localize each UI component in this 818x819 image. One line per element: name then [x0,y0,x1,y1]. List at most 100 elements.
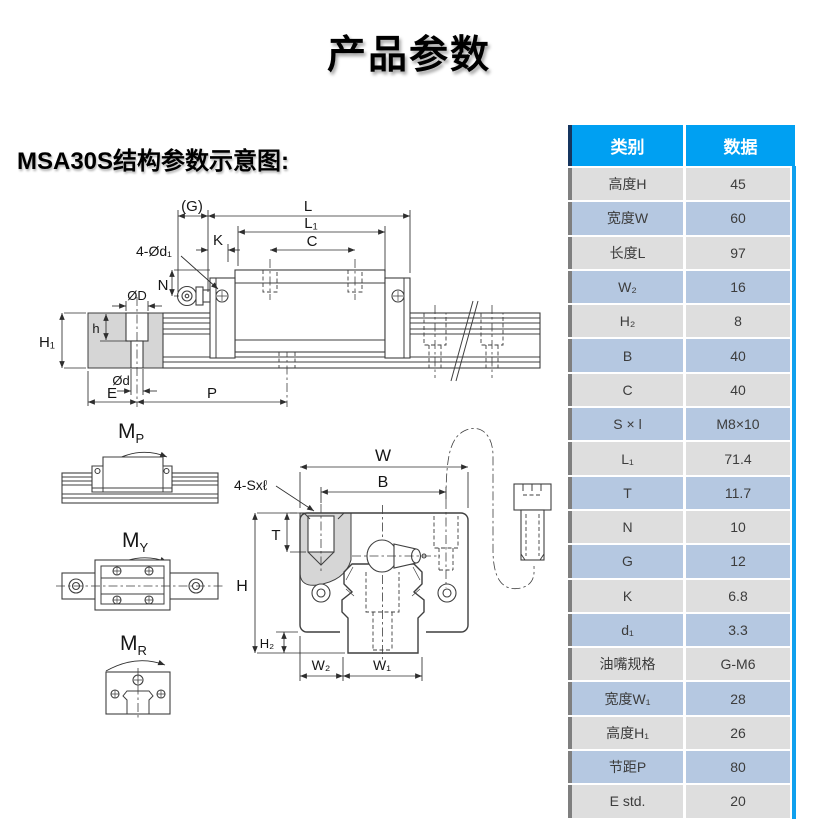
dim-label-od: Ød [112,373,129,388]
moment-label-my: MY [122,529,149,555]
header-data: 数据 [686,125,795,166]
row-label: H₂ [568,305,683,338]
dim-label-L1: L₁ [304,215,317,232]
row-label: G [568,545,683,578]
dim-label-4-sxl: 4-Sxℓ [234,477,268,493]
dim-label-W1: W₁ [373,657,391,673]
dim-label-N: N [158,277,169,294]
side-view-dimensions: (G) L L₁ C K 4-Ød₁ N ØD h H₁ Ød E P [39,198,411,406]
dim-label-E: E [107,385,117,402]
dim-label-W: W [375,446,391,465]
dim-label-B: B [378,474,389,491]
row-label: C [568,373,683,407]
row-value: 8 [686,305,790,338]
row-value: 97 [686,236,790,269]
table-header: 类别 数据 [568,125,796,166]
carriage-block-side-view [176,259,411,359]
row-label: 油嘴规格 [568,648,683,681]
header-category: 类别 [568,125,683,166]
row-value: 16 [686,270,790,304]
row-label: 长度L [568,236,683,269]
dim-label-OD: ØD [127,288,147,303]
row-value: 80 [686,751,790,784]
row-value: 11.7 [686,476,790,509]
row-label: N [568,510,683,544]
dim-label-h: h [92,321,99,336]
dim-label-H2: H₂ [260,636,274,651]
row-value: 6.8 [686,579,790,612]
row-label: W₂ [568,270,683,304]
row-label: 高度H₁ [568,716,683,750]
mounting-bolt [513,483,552,561]
row-value: 20 [686,785,790,818]
dim-label-K: K [213,232,223,249]
front-view-dimensions: W B 4-Sxℓ T H H₂ W₂ W₁ [234,446,469,681]
dim-label-H: H [236,578,248,595]
row-label: d₁ [568,613,683,647]
row-label: 宽度W [568,202,683,235]
row-label: 宽度W₁ [568,682,683,715]
row-label: B [568,339,683,372]
moment-arrow-icon [105,659,166,672]
row-value: 28 [686,682,790,715]
grease-nipple-icon [176,285,211,307]
row-value: 60 [686,202,790,235]
side-view: (G) L L₁ C K 4-Ød₁ N ØD h H₁ Ød E P [39,198,541,407]
moment-label-mp: MP [118,420,144,446]
row-label: S × l [568,408,683,441]
row-value: 71.4 [686,442,790,475]
row-value: G-M6 [686,648,790,681]
table-right-accent [792,166,796,819]
row-value: 40 [686,339,790,372]
dim-label-T: T [271,527,280,544]
dim-label-4-od1: 4-Ød₁ [136,243,172,259]
row-label: L₁ [568,442,683,475]
moment-label-mr: MR [120,632,147,658]
page-title: 产品参数 [326,34,491,77]
dim-label-H1: H₁ [39,334,55,351]
technical-drawing: (G) L L₁ C K 4-Ød₁ N ØD h H₁ Ød E P MP M… [39,198,552,718]
row-value: 12 [686,545,790,578]
row-label: T [568,476,683,509]
row-label: K [568,579,683,612]
row-label: 节距P [568,751,683,784]
tapped-hole [303,504,345,572]
table-row: E std.20 [568,785,790,818]
front-view: W B 4-Sxℓ T H H₂ W₂ W₁ [234,428,552,681]
row-value: 3.3 [686,613,790,647]
moment-mp: MP [61,420,219,504]
bolt-leader-line [445,428,535,590]
moment-mr: MR [105,632,171,718]
row-value: M8×10 [686,408,790,441]
dim-label-P: P [207,385,217,402]
row-value: 10 [686,510,790,544]
dim-label-G: (G) [181,198,203,215]
row-value: 40 [686,373,790,407]
section-heading: MSA30S结构参数示意图: [17,148,290,175]
dim-label-L: L [304,198,312,215]
row-label: 高度H [568,168,683,201]
dim-label-C: C [307,233,318,250]
counterbore-hole [433,500,459,588]
row-value: 45 [686,168,790,201]
rail-front-view [341,505,425,662]
grease-nipple-front-icon [352,539,440,573]
